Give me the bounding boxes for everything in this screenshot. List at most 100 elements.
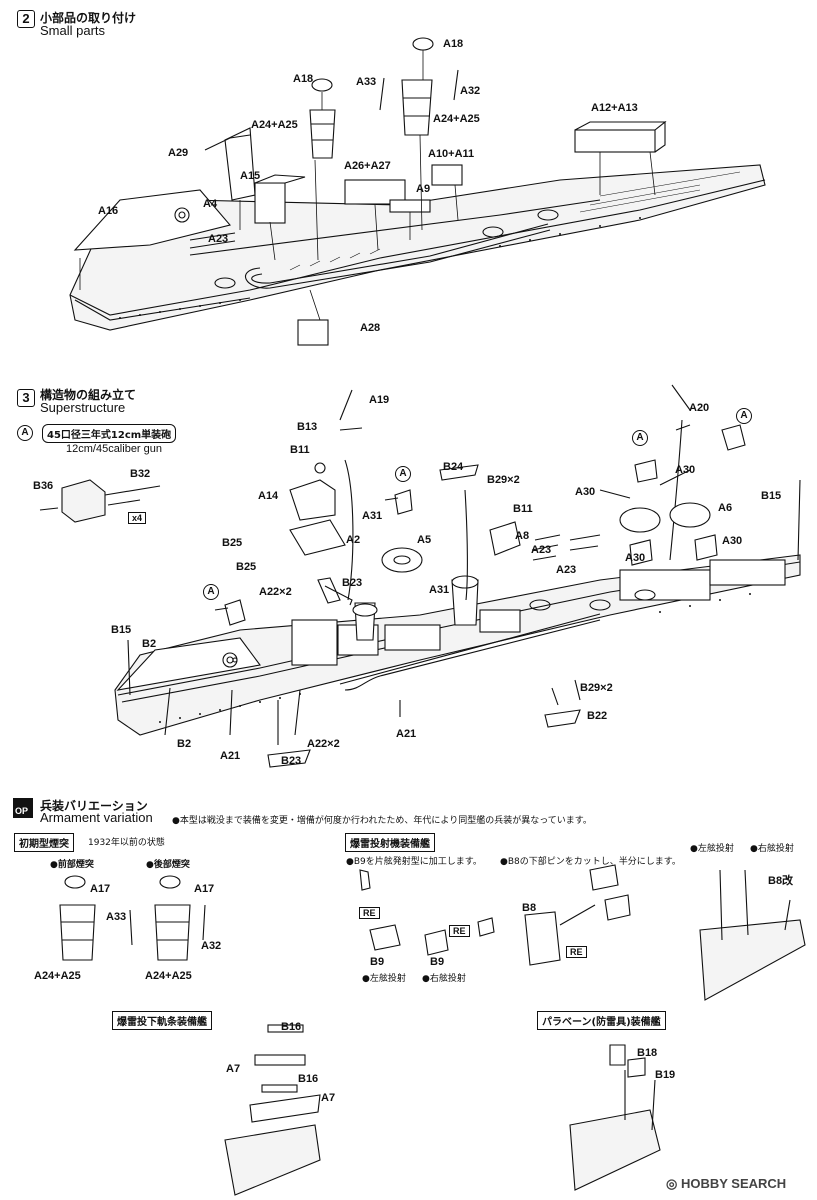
label-B24: B24 (443, 461, 464, 473)
label-A8: A8 (515, 530, 530, 542)
step-number: 3 (17, 389, 35, 407)
label-A22x2: A22×2 (259, 586, 292, 598)
label-A9: A9 (416, 183, 431, 195)
early-funnel-subtitle: 1932年以前の状態 (88, 838, 165, 848)
parts-step2 (79, 37, 667, 346)
label-B2: B2 (142, 638, 157, 650)
label-A17: A17 (194, 883, 215, 895)
label-A26-A27: A26+A27 (344, 160, 391, 172)
label-A10-A11: A10+A11 (428, 148, 475, 160)
gun-title-en: 12cm/45caliber gun (66, 443, 163, 455)
label-A22x2: A22×2 (307, 738, 340, 750)
label-B11: B11 (513, 503, 533, 515)
step-number: 2 (17, 10, 35, 28)
left-throw-label: ●左舷投射 (362, 974, 406, 984)
label-B22: B22 (587, 710, 608, 722)
label-A31: A31 (429, 584, 450, 596)
callout-A: A (395, 466, 411, 482)
op-note: ●本型は戦没まで装備を変更・増備が何度か行われたため、年代により同型艦の兵装が異… (172, 816, 592, 826)
watermark: ◎ HOBBY SEARCH (666, 1176, 787, 1191)
label-A17: A17 (90, 883, 111, 895)
label-A30: A30 (625, 552, 646, 564)
label-A32: A32 (201, 940, 222, 952)
step-title-en: Small parts (40, 23, 106, 38)
label-A30: A30 (575, 486, 596, 498)
label-A18: A18 (443, 38, 464, 50)
left-throw-label: ●左舷投射 (690, 844, 734, 854)
label-B29x2: B29×2 (580, 682, 613, 694)
label-A24-A25: A24+A25 (433, 113, 480, 125)
quantity-badge: x4 (128, 512, 147, 524)
label-B25: B25 (222, 537, 243, 549)
step-title-jp: 構造物の組み立て (40, 388, 137, 402)
label-B36: B36 (33, 480, 54, 492)
label-B9: B9 (430, 956, 445, 968)
paravane-title: パラベーン(防雷具)装備艦 (537, 1011, 666, 1030)
label-A24-A25: A24+A25 (34, 970, 81, 982)
label-A12-A13: A12+A13 (591, 102, 638, 114)
label-A4: A4 (203, 198, 218, 210)
label-B23: B23 (281, 755, 302, 767)
callout-A: A (17, 425, 33, 441)
label-B25: B25 (236, 561, 257, 573)
hull-step3 (114, 554, 801, 736)
label-B13: B13 (297, 421, 318, 433)
label-A29: A29 (168, 147, 189, 159)
hull-step2 (69, 164, 766, 331)
label-B29x2: B29×2 (487, 474, 520, 486)
label-A21: A21 (220, 750, 241, 762)
label-A7: A7 (321, 1092, 336, 1104)
parts-step3 (39, 384, 801, 768)
callout-A: A (736, 408, 752, 424)
right-throw-label: ●右舷投射 (750, 844, 794, 854)
dc-rack-title: 爆雷投下軌条装備艦 (112, 1011, 212, 1030)
label-A30: A30 (722, 535, 743, 547)
label-B15: B15 (761, 490, 782, 502)
label-A33: A33 (356, 76, 377, 88)
label-A19: A19 (369, 394, 390, 406)
label-B19: B19 (655, 1069, 676, 1081)
gun-title: 45口径三年式12cm単装砲 (42, 424, 177, 443)
label-A23: A23 (556, 564, 577, 576)
label-A7: A7 (226, 1063, 241, 1075)
op-badge: OP (15, 806, 29, 816)
step-title-en: Superstructure (40, 400, 126, 415)
label-B16: B16 (281, 1021, 302, 1033)
step-title-jp: 小部品の取り付け (40, 11, 137, 25)
label-A33: A33 (106, 911, 127, 923)
label-A23: A23 (531, 544, 552, 556)
right-throw-label: ●右舷投射 (422, 974, 466, 984)
front-funnel-label: ●前部煙突 (50, 860, 94, 870)
callout-A: A (203, 584, 219, 600)
label-A31: A31 (362, 510, 383, 522)
label-B11: B11 (290, 444, 310, 456)
re-badge: RE (359, 907, 380, 919)
re-badge: RE (566, 946, 587, 958)
label-A20: A20 (689, 402, 710, 414)
op-title-en: Armament variation (40, 810, 153, 825)
label-A23: A23 (208, 233, 229, 245)
label-B23: B23 (342, 577, 363, 589)
label-A21: A21 (396, 728, 417, 740)
label-A14: A14 (258, 490, 279, 502)
dc-thrower-note2: ●B8の下部ピンをカットし、半分にします。 (500, 857, 681, 867)
label-A18: A18 (293, 73, 314, 85)
label-B16: B16 (298, 1073, 319, 1085)
re-badge: RE (449, 925, 470, 937)
rear-funnel-label: ●後部煙突 (146, 860, 190, 870)
label-B9: B9 (370, 956, 385, 968)
dc-thrower-note1: ●B9を片舷発射型に加工します。 (346, 857, 482, 867)
label-B2: B2 (177, 738, 192, 750)
op-title-jp: 兵装バリエーション (40, 799, 148, 813)
label-A15: A15 (240, 170, 261, 182)
label-B15: B15 (111, 624, 132, 636)
label-A28: A28 (360, 322, 381, 334)
early-funnel-title: 初期型煙突 (14, 833, 74, 852)
label-A24-A25: A24+A25 (251, 119, 298, 131)
label-B32: B32 (130, 468, 151, 480)
variation-drawings (59, 864, 806, 1196)
op-badge-icon (13, 798, 33, 818)
dc-thrower-title: 爆雷投射機装備艦 (345, 833, 435, 852)
label-A24-A25: A24+A25 (145, 970, 192, 982)
